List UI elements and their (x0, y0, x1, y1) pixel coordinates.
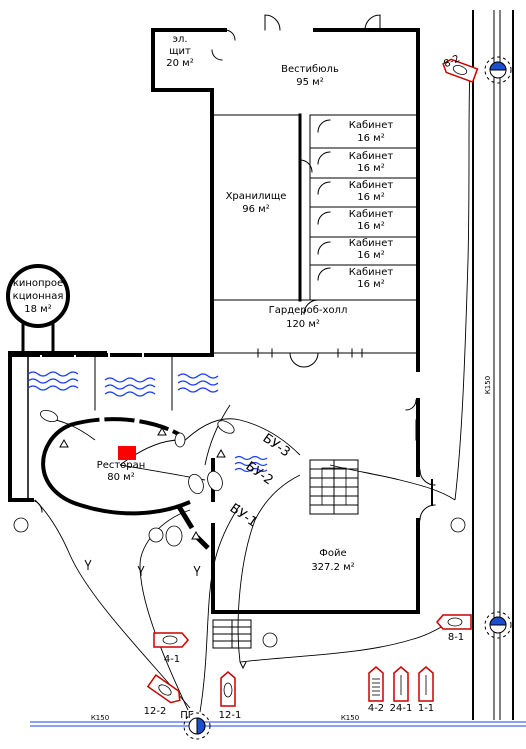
truck-12-1-label: 12-1 (219, 710, 242, 721)
nozzle-triangle-icon (59, 438, 69, 448)
hydrant-icon (484, 56, 512, 84)
cinema-area: 18 м² (24, 304, 51, 315)
hydrant-icon (183, 712, 211, 740)
truck-12-2 (146, 674, 181, 704)
office-label: Кабинет (349, 238, 394, 249)
cloakroom-label: Гардероб-холл (269, 305, 348, 316)
vestibule-label: Вестибюль (281, 64, 339, 75)
connection-ovals (13, 409, 466, 648)
office-area: 16 м² (357, 192, 384, 203)
walls (6, 14, 436, 614)
restaurant-area: 80 м² (107, 472, 134, 483)
nozzle-triangle-icon (157, 426, 167, 436)
storage-area: 96 м² (242, 204, 269, 215)
office-label: Кабинет (349, 151, 394, 162)
vestibule-area: 95 м² (296, 77, 323, 88)
truck-4-2-label: 4-2 (368, 703, 384, 714)
truck-8-2 (442, 58, 479, 84)
office-label: Кабинет (349, 120, 394, 131)
office-label: Кабинет (349, 180, 394, 191)
office-area: 16 м² (357, 133, 384, 144)
hydrant-icon (484, 611, 512, 639)
truck-4-1-label: 4-1 (164, 654, 180, 665)
cloakroom-area: 120 м² (286, 319, 320, 330)
electrical-area: 20 м² (166, 58, 193, 69)
office-label: Кабинет (349, 209, 394, 220)
truck-12-1 (220, 671, 236, 707)
staircase-exit (212, 619, 252, 649)
truck-24-1 (393, 666, 409, 702)
water-waves (27, 371, 268, 473)
staircase-foyer (309, 459, 359, 515)
truck-4-1 (153, 632, 189, 648)
main-hose-vertical (472, 10, 514, 720)
nozzle-labels: БУ-3 БУ-2 БУ-1 (227, 431, 293, 530)
truck-4-2 (368, 666, 384, 702)
electrical-label-1: эл. (172, 34, 187, 45)
restaurant-label: Ресторан (97, 460, 146, 471)
nozzle-triangle-icon (191, 530, 201, 540)
bu3-label: БУ-3 (260, 431, 293, 460)
hydrants (183, 56, 512, 740)
truck-24-1-label: 24-1 (390, 703, 413, 714)
bu2-label: БУ-2 (243, 459, 276, 488)
office-area: 16 м² (357, 221, 384, 232)
room-labels: эл. щит 20 м² Вестибюль 95 м² Кабинет 16… (13, 34, 394, 573)
storage-label: Хранилище (226, 191, 287, 202)
cinema-label-2: кционная (13, 291, 64, 302)
fire-trucks (146, 58, 479, 707)
hose-lines (34, 69, 471, 713)
truck-8-1 (436, 614, 472, 630)
nozzle-triangle-icon (216, 448, 226, 458)
office-area: 16 м² (357, 279, 384, 290)
hydrant-pg-label: ПГ (180, 710, 194, 721)
truck-1-1 (418, 666, 434, 702)
bu1-label: БУ-1 (227, 501, 260, 530)
k150-bottom-right: К150 (341, 714, 359, 722)
k150-bottom-left: К150 (91, 714, 109, 722)
foyer-label: Фойе (319, 548, 346, 559)
foyer-area: 327.2 м² (311, 562, 354, 573)
office-area: 16 м² (357, 163, 384, 174)
office-area: 16 м² (357, 250, 384, 261)
electrical-label-2: щит (169, 46, 191, 57)
vehicle-labels: 4-1 12-2 12-1 4-2 24-1 1-1 8-1 8-2 ПГ (144, 53, 465, 721)
truck-12-2-label: 12-2 (144, 706, 167, 717)
standpipe-symbols (84, 559, 247, 670)
fire-source-marker (118, 446, 136, 460)
truck-8-1-label: 8-1 (448, 632, 464, 643)
cinema-label-1: кинопрое (13, 278, 63, 289)
hose-labels: К150 К150 К150 (91, 376, 492, 722)
nozzle-markers (59, 426, 226, 540)
office-label: Кабинет (349, 267, 394, 278)
roads (30, 721, 526, 727)
k150-right: К150 (484, 376, 492, 394)
truck-1-1-label: 1-1 (418, 703, 434, 714)
